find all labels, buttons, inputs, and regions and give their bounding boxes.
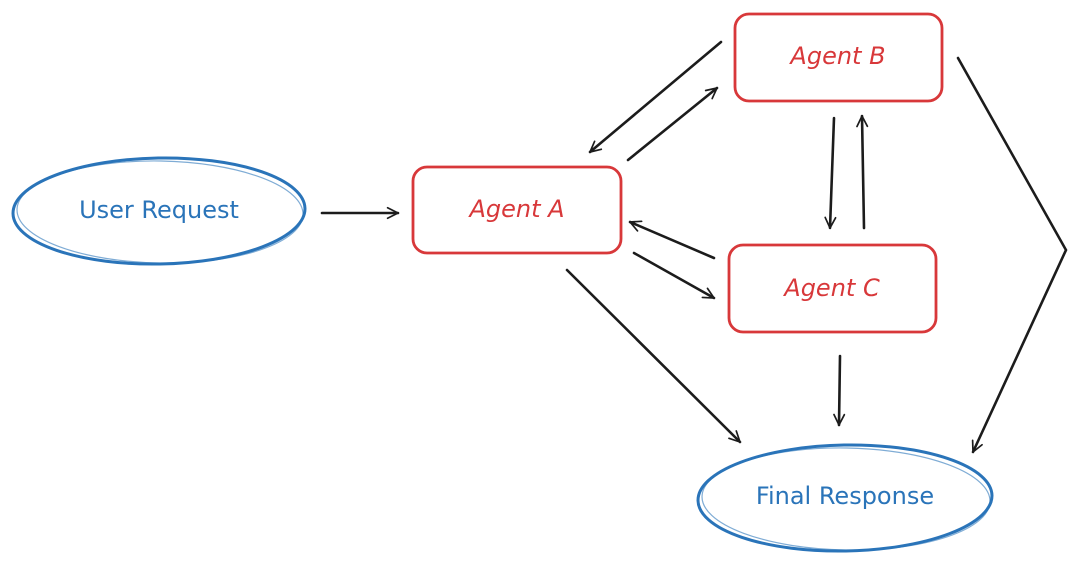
edge-agent-b-to-final-response	[956, 56, 1068, 454]
user-request-label: User Request	[79, 196, 239, 224]
final-response-ellipse-sketch	[701, 447, 991, 551]
agent-c-label: Agent C	[782, 274, 880, 302]
final-response-label: Final Response	[756, 482, 934, 510]
node-agent-a: Agent A	[411, 165, 623, 255]
agent-a-box	[411, 165, 623, 255]
node-final-response: Final Response	[696, 443, 994, 553]
node-user-request: User Request	[11, 156, 307, 266]
agent-b-label: Agent B	[788, 42, 885, 70]
user-request-ellipse-sketch	[16, 160, 304, 264]
edge-agent-c-to-agent-a	[628, 220, 716, 260]
edge-agent-c-to-agent-b	[856, 114, 869, 230]
edges	[320, 40, 1068, 454]
edge-agent-a-to-final-response	[565, 268, 742, 444]
edge-agent-b-to-agent-c	[824, 116, 837, 230]
agent-c-box	[727, 243, 938, 334]
edge-agent-c-to-final-response	[833, 354, 846, 427]
edge-agent-a-to-agent-b	[626, 86, 719, 162]
node-agent-b: Agent B	[733, 12, 944, 103]
final-response-ellipse	[696, 443, 994, 553]
agent-b-box	[733, 12, 944, 103]
agent-a-label: Agent A	[467, 195, 564, 223]
node-agent-c: Agent C	[727, 243, 938, 334]
edge-agent-b-to-agent-a	[588, 40, 723, 154]
user-request-ellipse	[11, 156, 307, 266]
edge-agent-a-to-agent-c	[632, 251, 716, 300]
